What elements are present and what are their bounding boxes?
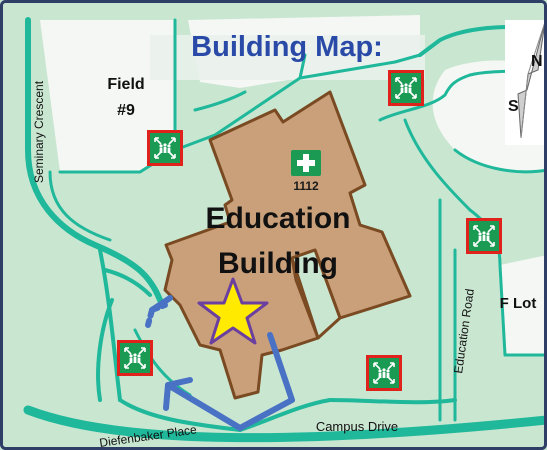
field-label-line1: Field — [107, 76, 144, 93]
seminary-crescent-label: Seminary Crescent — [32, 80, 46, 183]
assembly-point-icon[interactable] — [465, 217, 503, 255]
field-label-line2: #9 — [117, 102, 135, 119]
you-are-here-star — [197, 277, 269, 345]
compass-north-label: N — [531, 53, 543, 70]
assembly-point-icon[interactable] — [116, 339, 154, 377]
building-label-line1: Education — [205, 202, 350, 235]
map-title: Building Map: — [191, 31, 383, 63]
f-lot-label: F Lot — [500, 295, 537, 312]
campus-drive-label: Campus Drive — [316, 419, 398, 434]
light-areas — [40, 15, 547, 355]
first-aid-room-number: 1112 — [293, 179, 319, 193]
assembly-point-icon[interactable] — [146, 129, 184, 167]
first-aid-icon — [291, 150, 321, 176]
compass-south-label: S — [508, 98, 519, 115]
compass — [505, 20, 547, 145]
building-label-line2: Building — [218, 247, 338, 280]
assembly-point-icon[interactable] — [387, 69, 425, 107]
assembly-point-icon[interactable] — [365, 354, 403, 392]
evacuation-route-arrows — [145, 295, 295, 431]
